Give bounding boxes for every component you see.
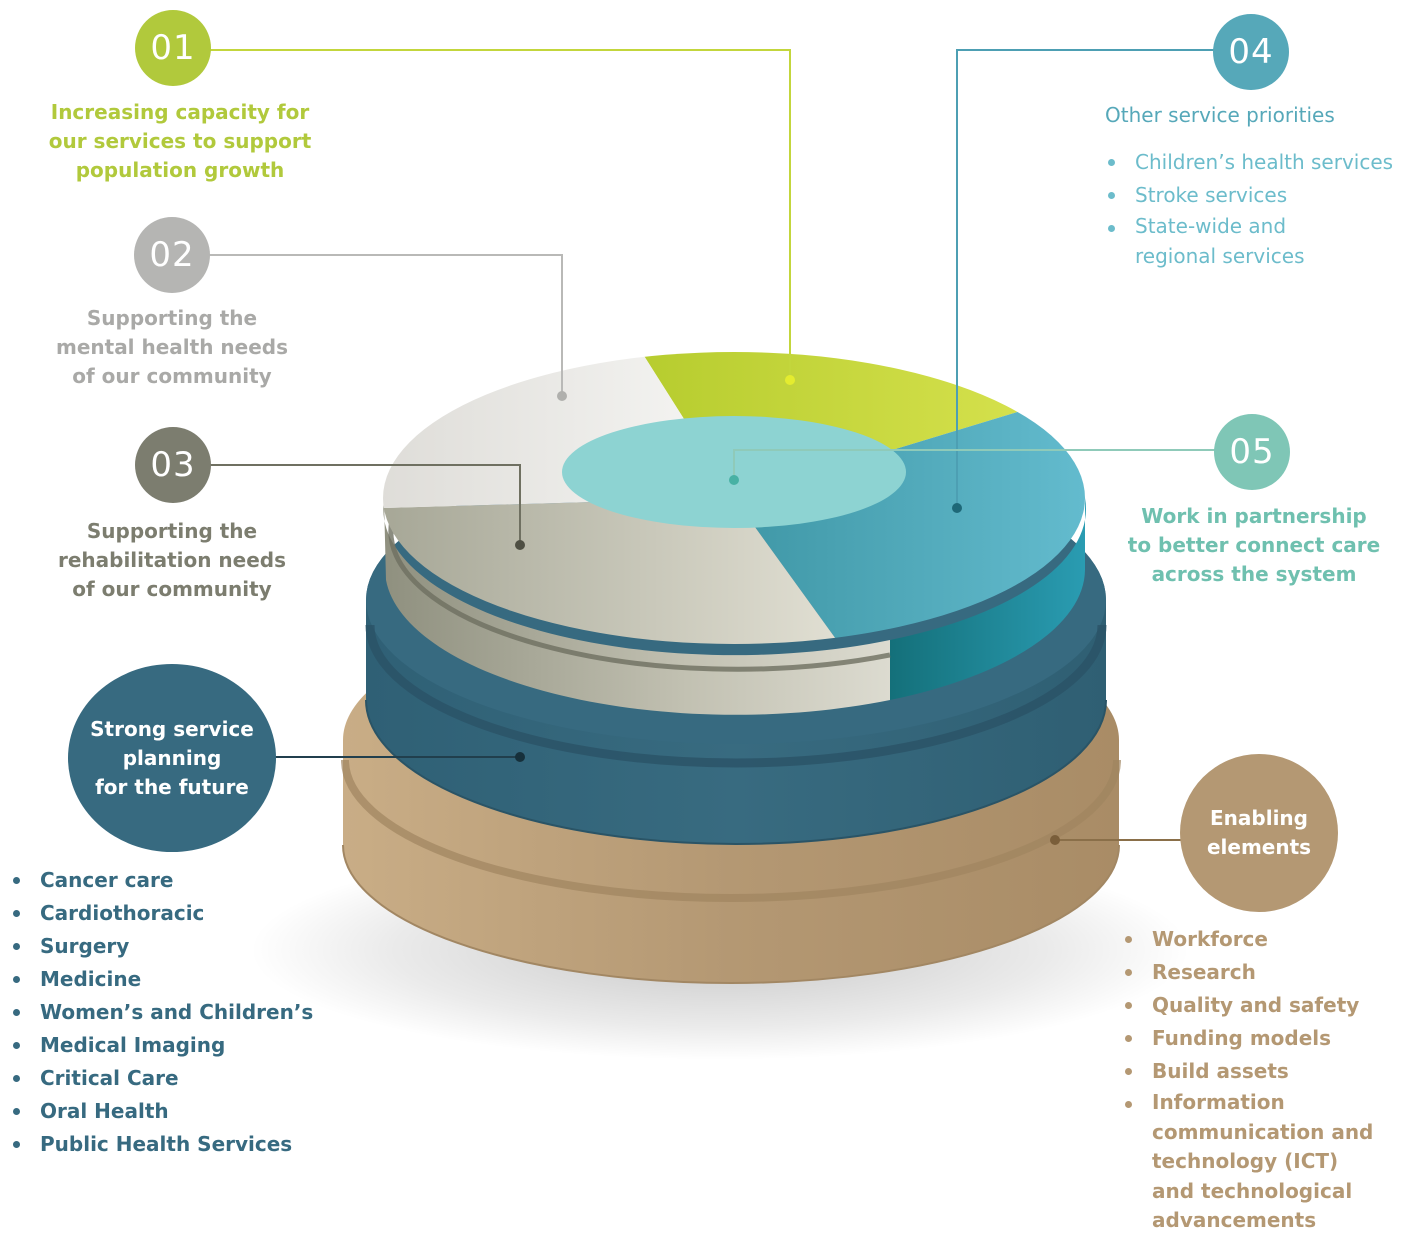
list-item: Cancer care xyxy=(10,864,350,897)
list-item: Research xyxy=(1122,956,1402,989)
list-item: Surgery xyxy=(10,930,350,963)
item-01-caption: Increasing capacity for our services to … xyxy=(30,98,330,185)
list-item-line: technology (ICT) xyxy=(1152,1149,1339,1173)
list-item: Women’s and Children’s xyxy=(10,996,350,1029)
caption-line: Increasing capacity for xyxy=(50,100,310,124)
list-item: Build assets xyxy=(1122,1055,1402,1088)
circle-label-line: Enabling xyxy=(1210,806,1308,830)
caption-line: of our community xyxy=(72,364,272,388)
circle-label-line: for the future xyxy=(95,774,249,799)
item-03-badge: 03 xyxy=(135,427,211,503)
list-item: State-wide and regional services xyxy=(1105,212,1413,271)
caption-line: Work in partnership xyxy=(1141,504,1367,528)
caption-line: mental health needs xyxy=(55,335,289,359)
item-04-caption: Other service priorities xyxy=(1105,101,1335,130)
list-item: Workforce xyxy=(1122,923,1402,956)
list-item: Cardiothoracic xyxy=(10,897,350,930)
caption-line: Supporting the xyxy=(86,306,258,330)
list-item-line: and technological xyxy=(1152,1178,1353,1203)
caption-line: of our community xyxy=(72,577,272,601)
caption-line: Supporting the xyxy=(86,519,258,543)
service-planning-list: Cancer care Cardiothoracic Surgery Medic… xyxy=(10,864,350,1161)
item-04-badge: 04 xyxy=(1213,14,1289,90)
circle-label-line: Strong service xyxy=(90,716,254,741)
item-05-caption: Work in partnership to better connect ca… xyxy=(1104,502,1404,589)
item-04-list: Children’s health services Stroke servic… xyxy=(1105,146,1413,271)
list-item-line: regional services xyxy=(1135,243,1305,268)
enabling-elements-circle: Enabling elements xyxy=(1180,754,1338,912)
caption-line: rehabilitation needs xyxy=(57,548,287,572)
caption-line: to better connect care xyxy=(1127,533,1381,557)
list-item: Public Health Services xyxy=(10,1128,350,1161)
item-01-badge: 01 xyxy=(135,10,211,86)
list-item: Critical Care xyxy=(10,1062,350,1095)
list-item: Medical Imaging xyxy=(10,1029,350,1062)
caption-line: our services to support xyxy=(48,129,312,153)
enabling-elements-list: Workforce Research Quality and safety Fu… xyxy=(1122,923,1402,1236)
item-02-caption: Supporting the mental health needs of ou… xyxy=(22,304,322,391)
list-item-line: Information xyxy=(1152,1090,1285,1114)
circle-label-line: planning xyxy=(122,745,222,770)
list-item: Quality and safety xyxy=(1122,989,1402,1022)
list-item: Oral Health xyxy=(10,1095,350,1128)
caption-line: population growth xyxy=(75,158,285,182)
circle-label-line: elements xyxy=(1206,835,1312,859)
list-item: Children’s health services xyxy=(1105,146,1413,179)
list-item: Funding models xyxy=(1122,1022,1402,1055)
item-03-caption: Supporting the rehabilitation needs of o… xyxy=(22,517,322,604)
caption-line: Other service priorities xyxy=(1105,103,1335,127)
service-planning-circle: Strong service planning for the future xyxy=(68,664,276,852)
list-item-line: State-wide and xyxy=(1135,214,1287,238)
caption-line: across the system xyxy=(1151,562,1357,586)
list-item: Medicine xyxy=(10,963,350,996)
list-item-line: advancements xyxy=(1152,1208,1317,1232)
list-item-line: communication and xyxy=(1152,1119,1374,1144)
list-item: Stroke services xyxy=(1105,179,1413,212)
item-05-badge: 05 xyxy=(1214,414,1290,490)
item-02-badge: 02 xyxy=(134,217,210,293)
list-item: Information communication and technology… xyxy=(1122,1088,1402,1236)
